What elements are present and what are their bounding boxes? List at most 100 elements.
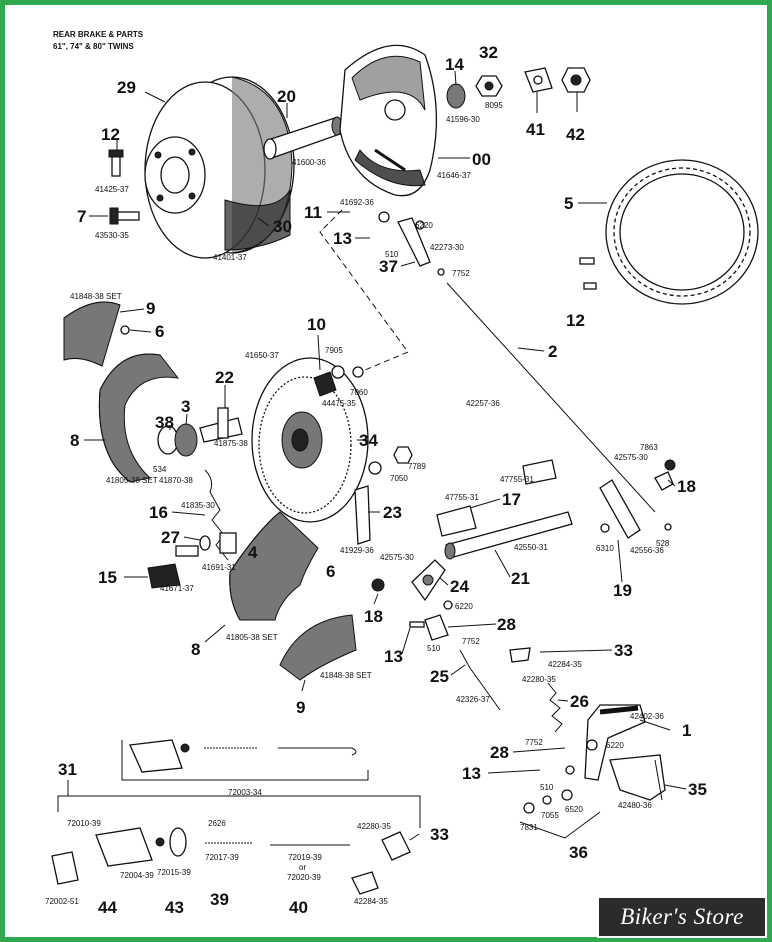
part-number: 7789 bbox=[408, 462, 426, 471]
callout-label: 28 bbox=[497, 615, 516, 634]
callout-label: 38 bbox=[155, 413, 174, 432]
part-number: 42280-35 bbox=[357, 822, 391, 831]
part-number: 44475-35 bbox=[322, 399, 356, 408]
part-number: 42284-35 bbox=[354, 897, 388, 906]
callout-label: 19 bbox=[613, 581, 632, 600]
callout-label: 30 bbox=[273, 217, 292, 236]
callout-label: 33 bbox=[614, 641, 633, 660]
sprocket bbox=[605, 159, 759, 305]
part-number: 72002-51 bbox=[45, 897, 79, 906]
callout-label: 12 bbox=[566, 311, 585, 330]
part-number: 6220 bbox=[606, 741, 624, 750]
brake-backing-plate bbox=[251, 357, 369, 523]
part-number: 41835-30 bbox=[181, 501, 215, 510]
part-number: 72015-39 bbox=[157, 868, 191, 877]
part-number: 6220 bbox=[455, 602, 473, 611]
part-number: 6220 bbox=[415, 221, 433, 230]
callout-label: 00 bbox=[472, 150, 491, 169]
part-number: 42326-37 bbox=[456, 695, 490, 704]
part-number: 42575-30 bbox=[614, 453, 648, 462]
part-number: 41805-38 SET bbox=[226, 633, 278, 642]
part-number: 7831 bbox=[520, 823, 538, 832]
callout-label: 13 bbox=[384, 647, 403, 666]
bikers-store-watermark: Biker's Store bbox=[597, 896, 767, 938]
part-number: 72010-39 bbox=[67, 819, 101, 828]
callout-label: 40 bbox=[289, 898, 308, 917]
callout-numbers: 29 20 14 32 41 42 12 00 5 7 30 11 13 37 … bbox=[58, 43, 707, 917]
part-number: 7055 bbox=[541, 811, 559, 820]
part-number: 7863 bbox=[640, 443, 658, 452]
part-number: 7752 bbox=[525, 738, 543, 747]
callout-label: 1 bbox=[682, 721, 691, 740]
callout-label: 44 bbox=[98, 898, 117, 917]
part-number: 6310 bbox=[596, 544, 614, 553]
part-number: 72020-39 bbox=[287, 873, 321, 882]
part-number: 510 bbox=[540, 783, 554, 792]
part-number: 41650-37 bbox=[245, 351, 279, 360]
part-number: 41401-37 bbox=[213, 253, 247, 262]
part-number: 7905 bbox=[325, 346, 343, 355]
part-number: 41600-36 bbox=[292, 158, 326, 167]
callout-label: 34 bbox=[359, 431, 378, 450]
callout-label: 43 bbox=[165, 898, 184, 917]
part-number: 42556-36 bbox=[630, 546, 664, 555]
part-number: 7752 bbox=[452, 269, 470, 278]
part-number: 41870-38 bbox=[159, 476, 193, 485]
callout-label: 42 bbox=[566, 125, 585, 144]
part-number: 42257-36 bbox=[466, 399, 500, 408]
callout-label: 29 bbox=[117, 78, 136, 97]
part-number: 41692-36 bbox=[340, 198, 374, 207]
callout-label: 18 bbox=[364, 607, 383, 626]
callout-label: 26 bbox=[570, 692, 589, 711]
brake-shoe-lower bbox=[229, 511, 319, 621]
callout-label: 36 bbox=[569, 843, 588, 862]
callout-label: 11 bbox=[304, 203, 322, 222]
part-number: 41425-37 bbox=[95, 185, 129, 194]
part-number: 8095 bbox=[485, 101, 503, 110]
part-number: 7752 bbox=[462, 637, 480, 646]
part-number: 528 bbox=[656, 539, 670, 548]
part-number: 41848-38 SET bbox=[70, 292, 122, 301]
part-number: 42480-36 bbox=[618, 801, 652, 810]
part-number: 72017-39 bbox=[205, 853, 239, 862]
part-number: 42280-35 bbox=[522, 675, 556, 684]
part-number: 42273-30 bbox=[430, 243, 464, 252]
callout-label: 16 bbox=[149, 503, 168, 522]
brake-drum bbox=[144, 76, 295, 259]
part-number: 7060 bbox=[350, 388, 368, 397]
part-number: 6520 bbox=[565, 805, 583, 814]
callout-label: 33 bbox=[430, 825, 449, 844]
callout-label: 6 bbox=[326, 562, 335, 581]
callout-label: 6 bbox=[155, 322, 164, 341]
callout-label: 9 bbox=[146, 299, 155, 318]
callout-label: 28 bbox=[490, 743, 509, 762]
part-number: or bbox=[299, 863, 306, 872]
callout-label: 7 bbox=[77, 207, 86, 226]
callout-label: 13 bbox=[333, 229, 352, 248]
brake-shoe-upper bbox=[98, 353, 180, 483]
part-number: 42575-30 bbox=[380, 553, 414, 562]
diagram-title-line1: REAR BRAKE & PARTS bbox=[53, 30, 144, 39]
callout-label: 31 bbox=[58, 760, 77, 779]
part-drawings bbox=[51, 44, 759, 895]
callout-label: 4 bbox=[248, 543, 258, 562]
part-number: 510 bbox=[427, 644, 441, 653]
part-number: 72019-39 bbox=[288, 853, 322, 862]
callout-label: 25 bbox=[430, 667, 449, 686]
part-number: 2626 bbox=[208, 819, 226, 828]
brake-side-plate-assembly bbox=[339, 44, 438, 197]
stoplight-kit-upper bbox=[121, 739, 369, 781]
callout-label: 5 bbox=[564, 194, 573, 213]
callout-label: 8 bbox=[191, 640, 200, 659]
part-number: 41596-30 bbox=[446, 115, 480, 124]
callout-label: 2 bbox=[548, 342, 557, 361]
part-number: 41875-38 bbox=[214, 439, 248, 448]
callout-label: 32 bbox=[479, 43, 498, 62]
part-number: 47755-31 bbox=[500, 475, 534, 484]
callout-label: 14 bbox=[445, 55, 464, 74]
part-number: 42550-31 bbox=[514, 543, 548, 552]
part-number: 7050 bbox=[390, 474, 408, 483]
part-number: 41646-37 bbox=[437, 171, 471, 180]
callout-label: 9 bbox=[296, 698, 305, 717]
